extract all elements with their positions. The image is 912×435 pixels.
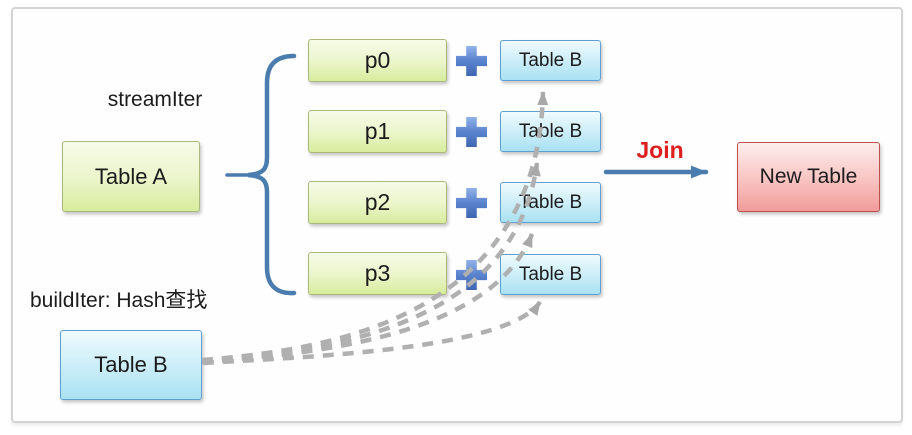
new-table-box: New Table (737, 142, 880, 212)
streamiter-label: streamIter (107, 88, 203, 111)
join-label: Join (636, 137, 684, 163)
builditer-label: buildIter: Hash查找 (30, 289, 208, 312)
table-b-box: Table B (500, 182, 601, 223)
partition-box-p2: p2 (308, 181, 447, 224)
partition-box-p0: p0 (308, 39, 447, 82)
table-b-box: Table B (500, 40, 601, 81)
table-b-box: Table B (500, 111, 601, 152)
table-a-box: Table A (62, 141, 200, 212)
partition-box-p3: p3 (308, 252, 447, 295)
table-b-build-box: Table B (60, 330, 202, 400)
table-b-box: Table B (500, 254, 601, 295)
partition-box-p1: p1 (308, 110, 447, 153)
